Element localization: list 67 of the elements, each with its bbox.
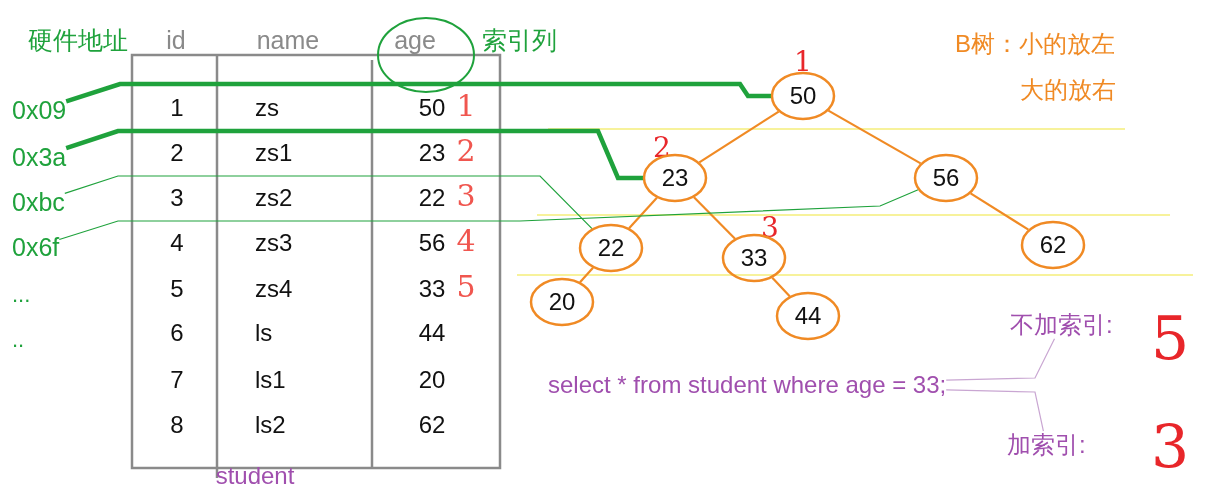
table-cell: zs — [255, 94, 279, 122]
ellipsis-text: .. — [12, 327, 25, 353]
tree-node: 22 — [579, 224, 643, 272]
table-cell: 33 — [418, 275, 446, 303]
handwritten-number: 3 — [456, 178, 476, 214]
handwritten-number: 5 — [1150, 303, 1190, 373]
handwritten-number: 1 — [456, 88, 476, 124]
side-heading: 硬件地址 — [28, 25, 128, 55]
table-cell: 22 — [418, 184, 446, 212]
table-cell: zs2 — [255, 184, 293, 212]
connector-line — [65, 128, 643, 181]
tree-node: 20 — [530, 278, 594, 326]
table-cell: 7 — [170, 366, 184, 394]
table-name: student — [215, 462, 295, 490]
table-cell: ls1 — [255, 366, 286, 394]
connector-line — [64, 175, 593, 230]
column-header: id — [166, 25, 186, 55]
annotation: 不加索引: — [1010, 311, 1113, 339]
tree-edge — [698, 110, 780, 164]
handwritten-number: 4 — [456, 223, 476, 259]
table-cell: 23 — [418, 139, 446, 167]
table-cell: 2 — [170, 139, 184, 167]
table-cell: 3 — [170, 184, 184, 212]
table-cell: 62 — [418, 411, 446, 439]
leader-line — [945, 389, 1044, 432]
address-label: 0x3a — [12, 142, 67, 172]
table-cell: zs4 — [255, 275, 293, 303]
table-cell: 56 — [418, 229, 446, 257]
tree-edge — [693, 196, 736, 240]
handwritten-number: 2 — [456, 133, 476, 169]
connector-line — [65, 81, 771, 104]
tree-edge — [827, 109, 922, 165]
note-text: 大的放右 — [1020, 76, 1116, 104]
tree-node: 44 — [776, 292, 840, 340]
ellipsis-text: ... — [12, 282, 31, 308]
tree-edge — [771, 276, 791, 298]
table-cell: 5 — [170, 275, 184, 303]
column-header: name — [256, 25, 320, 55]
table-cell: 50 — [418, 94, 446, 122]
tree-node: 50 — [771, 72, 835, 120]
column-header: age — [394, 25, 436, 55]
handwritten-number: 5 — [456, 269, 476, 305]
address-label: 0x09 — [12, 95, 67, 125]
table-cell: zs3 — [255, 229, 293, 257]
table-cell: 4 — [170, 229, 184, 257]
leader-line — [945, 338, 1056, 381]
tree-edge — [579, 267, 594, 283]
tree-edge — [970, 192, 1029, 231]
annotation: 加索引: — [1007, 431, 1086, 459]
table-cell: ls — [255, 319, 273, 347]
table-cell: 6 — [170, 319, 184, 347]
table-cell: 1 — [170, 94, 184, 122]
table-cell: zs1 — [255, 139, 293, 167]
table-cell: 20 — [418, 366, 446, 394]
table-cell: ls2 — [255, 411, 286, 439]
query-text: select * from student where age = 33; — [548, 371, 947, 399]
tree-node: 62 — [1021, 221, 1085, 269]
note-text: B树：小的放左 — [955, 30, 1115, 58]
connector-line — [58, 189, 919, 241]
annotation: 索引列 — [482, 25, 557, 55]
handwritten-number: 3 — [1150, 412, 1190, 482]
address-label: 0xbc — [12, 187, 65, 217]
tree-edge — [628, 197, 658, 229]
table-cell: 44 — [418, 319, 446, 347]
table-cell: 8 — [170, 411, 184, 439]
tree-node: 56 — [914, 154, 978, 202]
address-label: 0x6f — [12, 232, 60, 262]
